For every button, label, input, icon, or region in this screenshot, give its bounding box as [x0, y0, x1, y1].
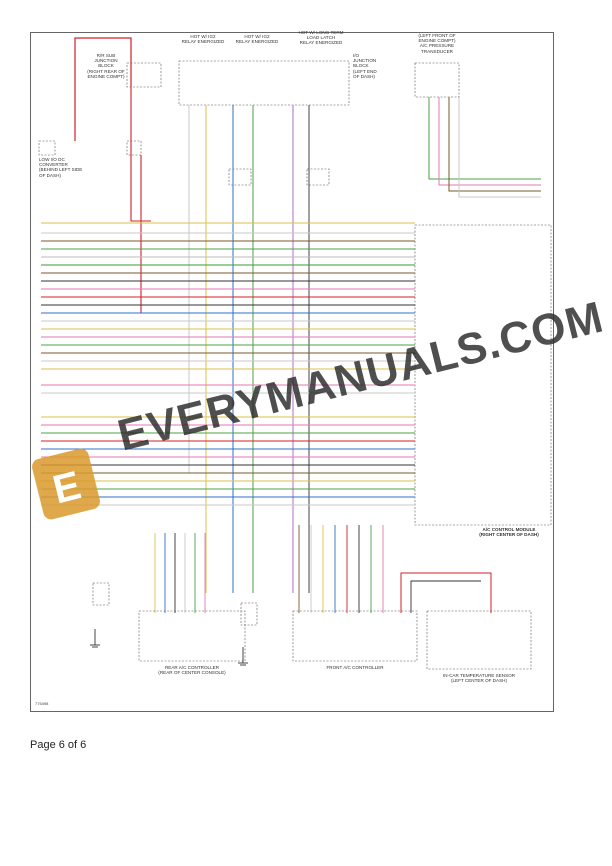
dc-converter-label: LOW I/O DC CONVERTER (BEHIND LEFT SIDE O…: [39, 157, 83, 178]
joint-block-d: [92, 582, 110, 606]
pressure-transducer-wires: [428, 97, 541, 198]
page-number: Page 6 of 6: [30, 739, 87, 751]
joint-block-b: [228, 168, 252, 186]
figure-id: 775498: [35, 701, 49, 706]
pressure-transducer-label: (LEFT FRONT OF ENGINE COMPT) A/C PRESSUR…: [418, 33, 456, 54]
wiring-diagram: E: [32, 37, 552, 670]
wiring-diagram-sheet: E EVERYMANUALS.COM HOT W/ IG2 RELAY ENER…: [30, 30, 608, 712]
joint-block-c: [306, 168, 330, 186]
hot-ig2-label-b: HOT W/ IG2 RELAY ENERGIZED: [235, 34, 279, 45]
watermark-badge-icon: E: [32, 448, 100, 520]
controller-wires: [154, 525, 492, 613]
ground-symbols: [90, 629, 248, 666]
front-ac-controller-box: [292, 610, 418, 662]
hot-long-term-label: HOT W/ LONG TERM LOAD LATCH RELAY ENERGI…: [298, 30, 344, 46]
in-car-temp-sensor-label: IN-CAR TEMPERATURE SENSOR (LEFT CENTER O…: [442, 673, 516, 684]
red-feed-wire: [130, 87, 151, 222]
rear-junction-block-label: R/R SUB JUNCTION BLOCK (RIGHT REAR OF EN…: [87, 53, 125, 79]
joint-block-a: [126, 140, 142, 156]
ac-control-module-label: A/C CONTROL MODULE (RIGHT CENTER OF DASH…: [479, 527, 539, 538]
junction-block-dash: [178, 60, 350, 106]
rear-ac-controller-label: REAR A/C CONTROLLER (REAR OF CENTER CONS…: [158, 665, 226, 676]
module-input-wires: [41, 222, 415, 506]
red-power-wire: [74, 37, 132, 141]
dc-converter-box: [38, 140, 56, 156]
front-ac-controller-label: FRONT A/C CONTROLLER: [326, 665, 384, 670]
junction-block-rear: [126, 62, 162, 88]
in-car-temp-sensor-box: [426, 610, 532, 670]
dash-junction-block-label: I/O JUNCTION BLOCK (LEFT END OF DASH): [353, 53, 377, 79]
hot-ig2-label: HOT W/ IG2 RELAY ENERGIZED: [181, 34, 225, 45]
rear-ac-controller-box: [138, 610, 246, 662]
pressure-transducer-box: [414, 62, 460, 98]
joint-block-e: [240, 602, 258, 626]
ac-control-module-box: [414, 224, 552, 526]
